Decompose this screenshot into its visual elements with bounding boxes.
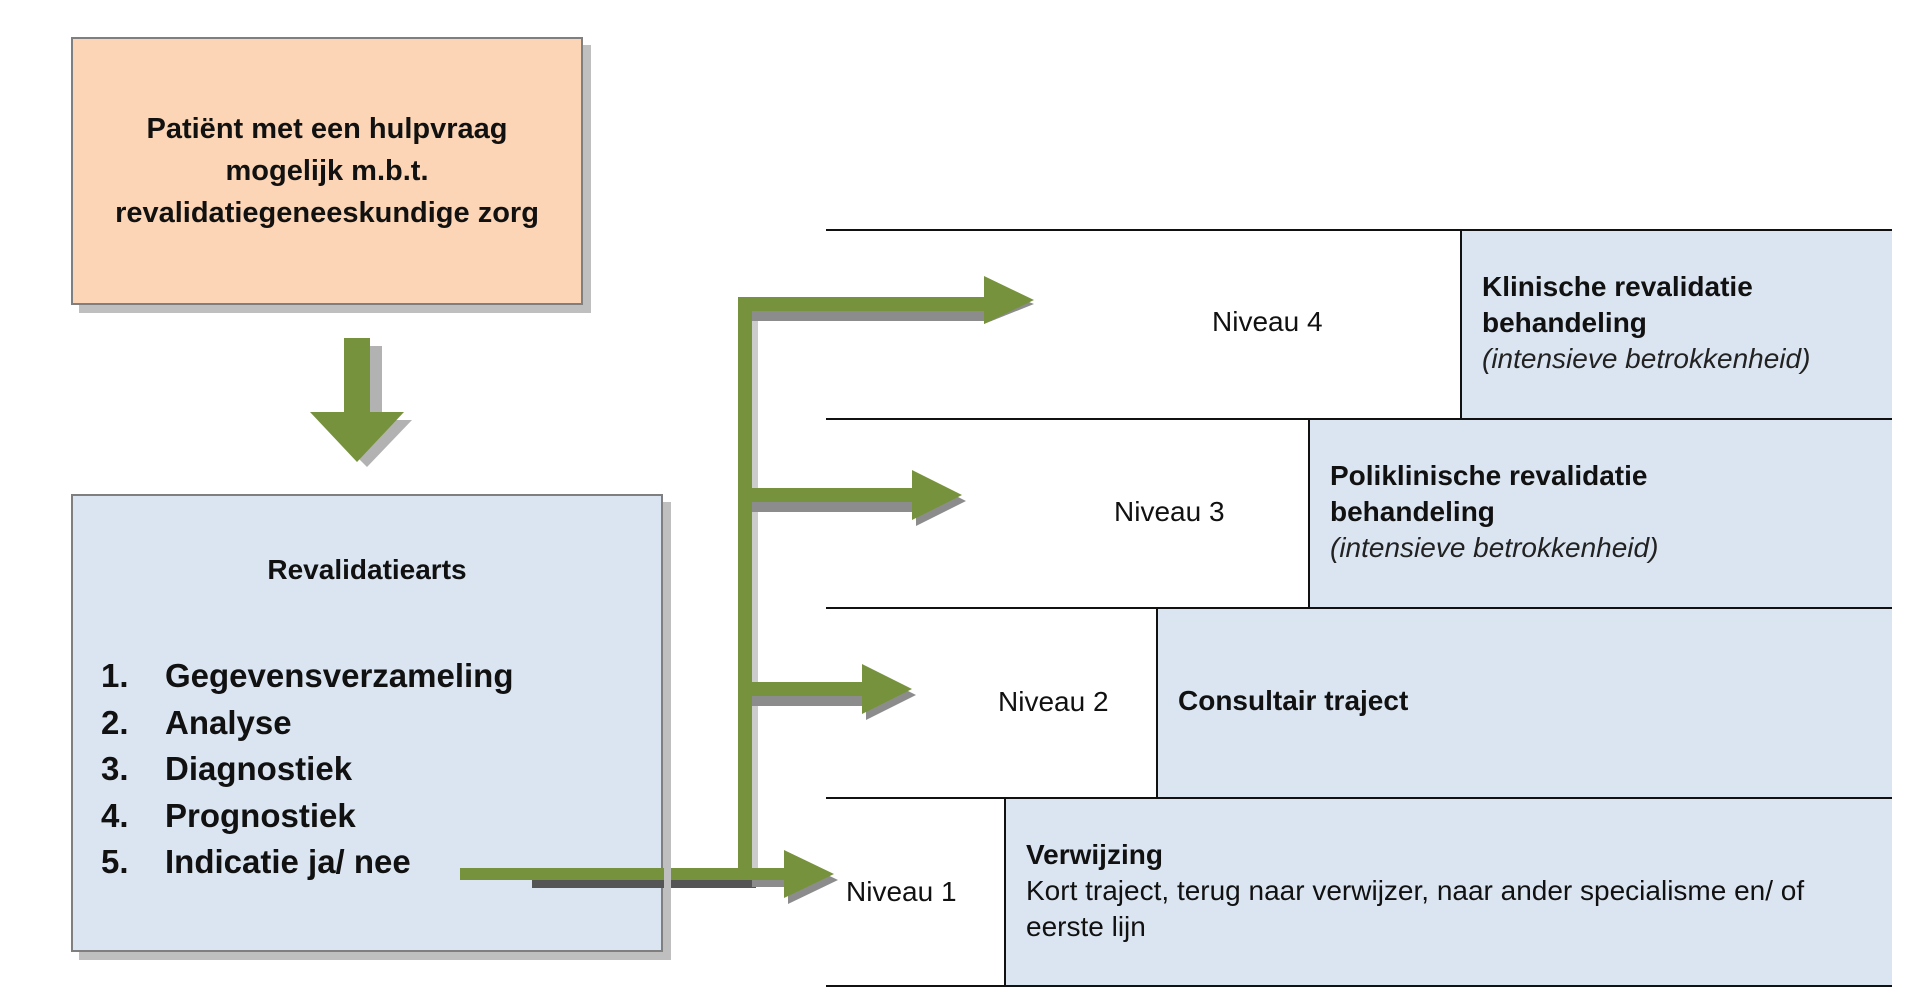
step-label: Prognostiek [165, 796, 356, 834]
level-title: Verwijzing [1026, 839, 1163, 870]
arrow-niveau-1 [738, 850, 838, 904]
step-number: 2. [101, 703, 129, 741]
level-label-niveau-4: Niveau 4 [1212, 306, 1323, 337]
step-label: Indicatie ja/ nee [165, 843, 411, 880]
level-body: Kort traject, terug naar verwijzer, naar… [1026, 875, 1805, 942]
step-item: 2. Analyse [101, 700, 514, 747]
step-number: 4. [101, 796, 129, 834]
divider-line [826, 797, 1892, 799]
divider-line [826, 418, 1892, 420]
level-title: Consultair traject [1178, 685, 1409, 716]
connector-vertical [738, 297, 752, 880]
step-label: Gegevensverzameling [165, 657, 514, 694]
divider-line [826, 607, 1892, 609]
step-list: 1. Gegevensverzameling 2. Analyse 3. Diagno… [101, 653, 514, 886]
level-label-niveau-1: Niveau 1 [846, 876, 957, 907]
arrow-niveau-2 [738, 664, 916, 720]
level-label-niveau-2: Niveau 2 [998, 686, 1109, 717]
arrow-niveau-4 [738, 276, 1034, 324]
step-item: 3. Diagnostiek [101, 746, 514, 793]
step-label: Analyse [165, 703, 292, 741]
level-panel-niveau-4: Klinische revalidatie behandeling (inten… [1460, 231, 1892, 418]
revalidatiearts-title: Revalidatiearts [267, 554, 467, 585]
level-panel-niveau-3: Poliklinische revalidatie behandeling (i… [1308, 420, 1892, 607]
patient-box-text: Patiënt met een hulpvraag mogelijk m.b.t… [115, 113, 539, 229]
arrow-niveau-3 [738, 470, 966, 526]
patient-box: Patiënt met een hulpvraag mogelijk m.b.t… [71, 37, 583, 305]
step-number: 3. [101, 750, 129, 787]
step-number: 1. [101, 657, 129, 694]
step-label: Diagnostiek [165, 750, 353, 787]
step-number: 5. [101, 843, 129, 880]
step-item: 1. Gegevensverzameling [101, 653, 514, 700]
level-label-niveau-3: Niveau 3 [1114, 496, 1225, 527]
revalidatiearts-box: Revalidatiearts 1. Gegevensverzameling 2.… [71, 494, 663, 952]
level-panel-niveau-2: Consultair traject [1156, 609, 1892, 797]
step-item: 5. Indicatie ja/ nee [101, 839, 514, 886]
divider-line [826, 985, 1892, 987]
step-item: 4. Prognostiek [101, 793, 514, 840]
level-subtitle: (intensieve betrokkenheid) [1330, 532, 1659, 563]
down-arrow [310, 338, 404, 462]
level-subtitle: (intensieve betrokkenheid) [1482, 343, 1811, 374]
divider-line [826, 229, 1892, 231]
level-title: Poliklinische revalidatie behandeling [1330, 460, 1648, 527]
level-title: Klinische revalidatie behandeling [1482, 271, 1753, 338]
level-panel-niveau-1: Verwijzing Kort traject, terug naar verw… [1004, 799, 1892, 985]
